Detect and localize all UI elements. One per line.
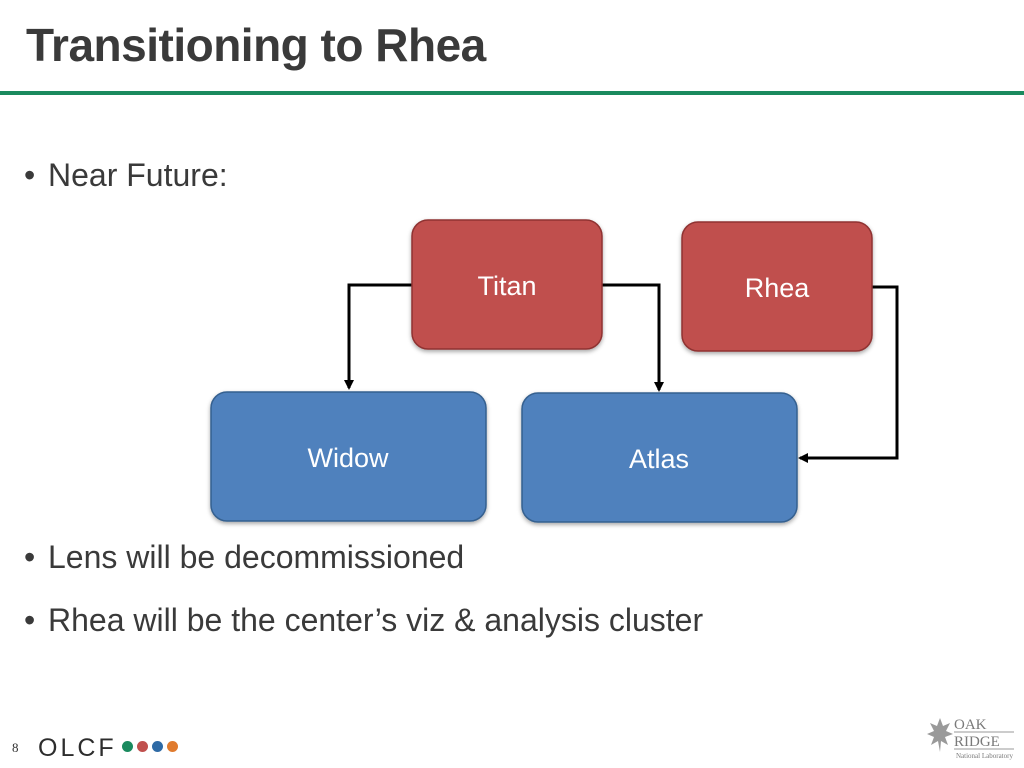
bullet-dot: •	[24, 157, 36, 193]
bullet-text: Lens will be decommissioned	[48, 539, 465, 575]
bullet-text: Rhea will be the center’s viz & analysis…	[48, 602, 704, 638]
bullet-dot: •	[24, 602, 36, 638]
node-titan: Titan	[411, 219, 603, 350]
logo-dot-red	[137, 741, 148, 752]
page-number: 8	[12, 740, 19, 755]
bullet-dot: •	[24, 539, 36, 575]
bullet-rhea-cluster: • Rhea will be the center’s viz & analysi…	[24, 602, 703, 639]
node-rhea-label: Rhea	[745, 273, 811, 303]
logo-dot-blue	[152, 741, 163, 752]
logo-dot-green	[122, 741, 133, 752]
node-rhea: Rhea	[681, 221, 873, 352]
ornl-logo-line1: OAK	[954, 717, 987, 733]
olcf-logo-dots	[122, 741, 178, 752]
bullet-near-future: • Near Future:	[24, 157, 228, 194]
bullet-lens-decommissioned: • Lens will be decommissioned	[24, 539, 464, 576]
leaf-icon	[927, 718, 953, 752]
title-divider	[0, 91, 1024, 95]
node-atlas: Atlas	[521, 392, 798, 523]
edge-titan-widow	[344, 283, 412, 390]
node-widow: Widow	[210, 391, 487, 522]
node-titan-label: Titan	[477, 271, 536, 301]
node-widow-label: Widow	[307, 443, 389, 473]
edge-rhea-atlas	[798, 285, 899, 463]
ornl-logo-line2: RIDGE	[954, 734, 1000, 750]
bullet-text: Near Future:	[48, 157, 228, 193]
edge-titan-atlas	[602, 283, 664, 392]
ornl-logo: OAK RIDGE National Laboratory	[927, 717, 1014, 760]
slide-title: Transitioning to Rhea	[26, 19, 486, 71]
ornl-logo-line3: National Laboratory	[956, 752, 1013, 760]
node-atlas-label: Atlas	[629, 444, 689, 474]
logo-dot-orange	[167, 741, 178, 752]
olcf-logo: OLCF	[38, 734, 117, 762]
